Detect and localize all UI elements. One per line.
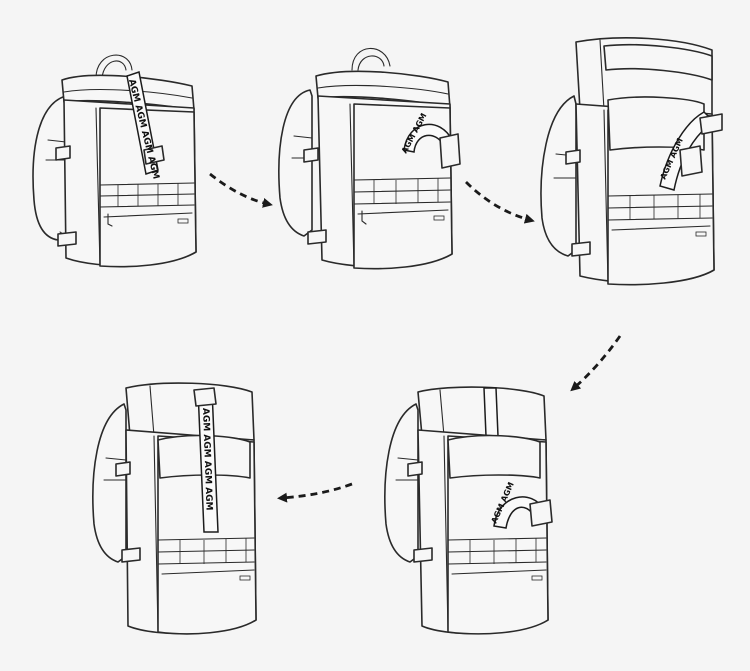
strap-label-buckled: AGM AGM AGM AGM <box>200 408 214 511</box>
backpack-step-2: AGM AGM <box>278 47 461 270</box>
backpack-step-3: AGM AGM <box>540 37 723 286</box>
backpack-step-4: AGM AGM <box>384 386 553 635</box>
arrow-step-3-to-4 <box>570 335 622 392</box>
arrow-step-1-to-2 <box>209 172 273 208</box>
backpack-step-5: AGM AGM AGM AGM <box>92 382 257 635</box>
arrow-step-4-to-5 <box>277 482 353 503</box>
backpack-step-1: AGM AGM AGM AGM <box>32 54 197 268</box>
arrow-step-2-to-3 <box>465 181 535 224</box>
